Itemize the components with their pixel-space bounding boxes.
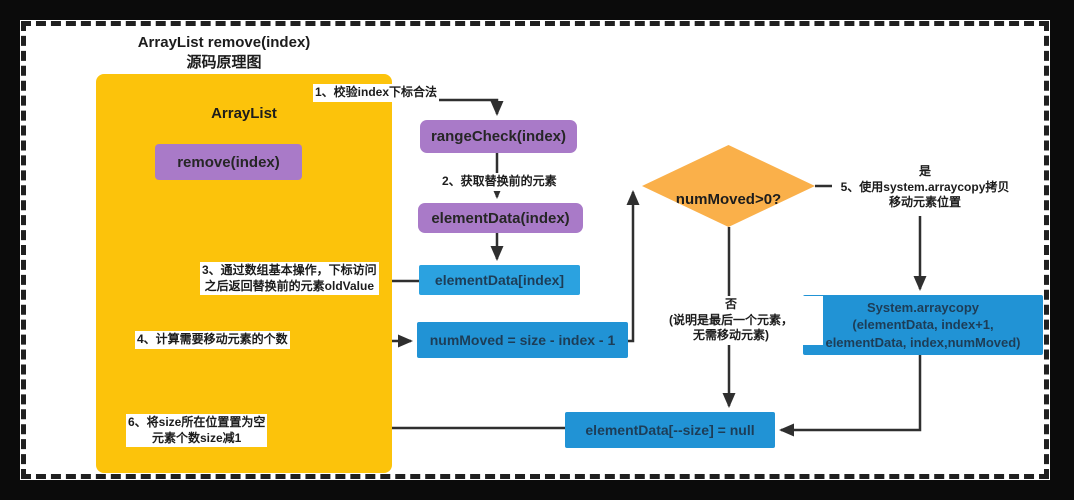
step1-label: 1、校验index下标合法 [313, 84, 440, 102]
step6-label: 6、将size所在位置置为空 元素个数size减1 [126, 414, 268, 448]
yes-label: 是 [918, 164, 931, 178]
node-system-arraycopy: System.arraycopy (elementData, index+1, … [803, 295, 1043, 355]
step4-label: 4、计算需要移动元素的个数 [135, 331, 290, 349]
step3-line2: 之后返回替换前的元素oldValue [204, 278, 375, 293]
node-elementdata-method: elementData(index) [418, 203, 583, 233]
decision-diamond: numMoved>0? [642, 145, 815, 227]
no-word: 否 [724, 297, 737, 311]
step6-line1: 6、将size所在位置置为空 [128, 415, 266, 429]
diagram-canvas: ArrayList ArrayList remove(index) 源码原理图 … [20, 20, 1050, 480]
step6-line2: 元素个数size减1 [152, 430, 242, 445]
connector-nummoved-to-decision [626, 190, 640, 343]
node-rangecheck: rangeCheck(index) [420, 120, 577, 153]
diagram-title-line1: ArrayList remove(index) [137, 34, 311, 51]
node-setnull: elementData[--size] = null [565, 412, 775, 448]
diagram-title-line2: 源码原理图 [186, 54, 262, 72]
no-label: 否 (说明是最后一个元素， 无需移动元素) [639, 296, 823, 345]
node-remove-index: remove(index) [155, 144, 302, 180]
step5-label: 是 5、使用system.arraycopy拷贝 移动元素位置 [832, 163, 1018, 212]
decision-label: numMoved>0? [675, 191, 782, 208]
connector-arraycopy-to-setnull [779, 355, 922, 437]
arraycopy-line2: (elementData, index+1, [852, 317, 994, 333]
node-nummoved: numMoved = size - index - 1 [417, 322, 628, 358]
node-elementdata-index: elementData[index] [419, 265, 580, 295]
step3-line1: 3、通过数组基本操作，下标访问 [202, 263, 377, 277]
step3-label: 3、通过数组基本操作，下标访问 之后返回替换前的元素oldValue [200, 262, 379, 296]
no-line2: 无需移动元素) [693, 328, 769, 343]
step2-label: 2、获取替换前的元素 [440, 173, 559, 191]
step5-line2: 移动元素位置 [888, 195, 961, 210]
arraylist-container-label: ArrayList [211, 105, 277, 122]
step5-line1: 5、使用system.arraycopy拷贝 [840, 179, 1010, 194]
arraycopy-line1: System.arraycopy [866, 299, 979, 315]
arraycopy-line3: elementData, index,numMoved) [825, 334, 1021, 350]
diagram-title: ArrayList remove(index) 源码原理图 [104, 33, 344, 74]
no-line1: (说明是最后一个元素， [669, 312, 793, 327]
